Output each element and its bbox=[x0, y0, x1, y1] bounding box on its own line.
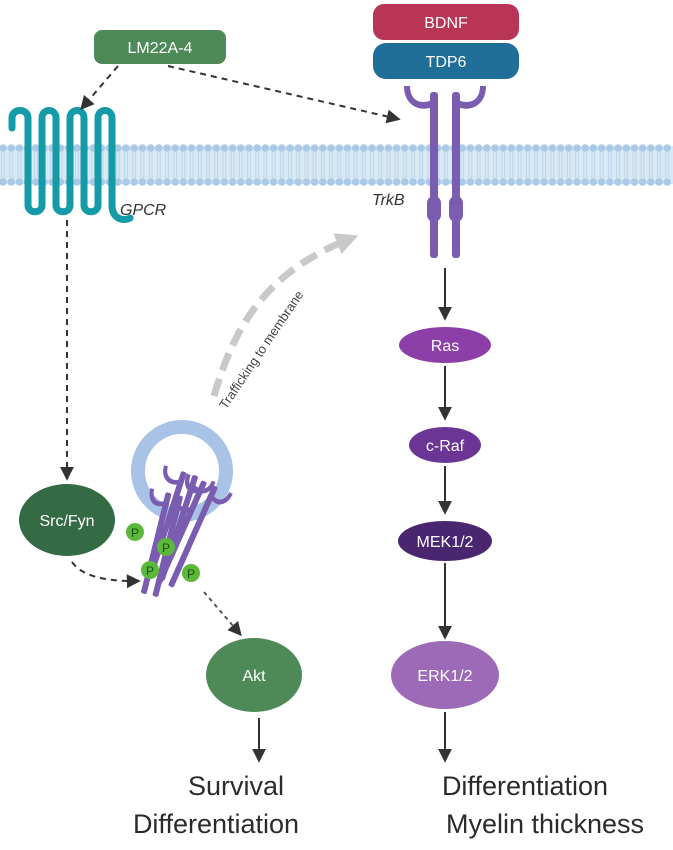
svg-text:P: P bbox=[146, 564, 154, 578]
mek-node: MEK1/2 bbox=[398, 521, 492, 561]
craf-node: c-Raf bbox=[409, 427, 481, 463]
src-fyn-node: Src/Fyn bbox=[19, 484, 115, 556]
arrow-lm22a4-to-gpcr bbox=[80, 65, 119, 111]
gpcr-label: GPCR bbox=[120, 202, 167, 219]
ras-label: Ras bbox=[431, 338, 459, 355]
akt-node: Akt bbox=[206, 638, 302, 712]
lm22a4-label: LM22A-4 bbox=[128, 40, 193, 57]
trafficking-arrow bbox=[210, 233, 359, 397]
phospho-sites: P P P P bbox=[126, 523, 200, 582]
svg-text:P: P bbox=[131, 526, 139, 540]
outcome-differentiation-right: Differentiation bbox=[442, 771, 608, 801]
phospho-2: P bbox=[157, 538, 175, 556]
lm22a4-node: LM22A-4 bbox=[94, 30, 226, 64]
svg-text:P: P bbox=[162, 541, 170, 555]
arrow-lm22a4-to-trkb bbox=[167, 65, 401, 124]
trkb-label: TrkB bbox=[372, 192, 405, 209]
bdnf-pill: BDNF bbox=[373, 4, 519, 40]
trafficking-label: Trafficking to membrane bbox=[216, 288, 306, 412]
erk-node: ERK1/2 bbox=[391, 641, 499, 709]
tdp6-pill: TDP6 bbox=[373, 43, 519, 79]
ras-node: Ras bbox=[399, 327, 491, 363]
phospho-4: P bbox=[182, 564, 200, 582]
outcome-differentiation-left: Differentiation bbox=[133, 809, 299, 839]
src-fyn-label: Src/Fyn bbox=[39, 513, 94, 530]
tdp6-label: TDP6 bbox=[426, 54, 467, 71]
vesicle bbox=[131, 420, 233, 522]
phospho-1: P bbox=[126, 523, 144, 541]
outcome-myelin-thickness: Myelin thickness bbox=[446, 809, 644, 839]
arrow-srcfyn-to-vesicle bbox=[71, 561, 141, 589]
akt-label: Akt bbox=[242, 668, 266, 685]
craf-label: c-Raf bbox=[426, 438, 465, 455]
phospho-3: P bbox=[141, 561, 159, 579]
arrow-vesicle-to-akt bbox=[203, 591, 242, 637]
outcome-survival: Survival bbox=[188, 771, 284, 801]
bdnf-label: BDNF bbox=[424, 15, 468, 32]
gpcr-receptor bbox=[8, 107, 134, 223]
mek-label: MEK1/2 bbox=[417, 534, 474, 551]
svg-text:P: P bbox=[187, 567, 195, 581]
trkb-receptor bbox=[404, 86, 486, 258]
erk-label: ERK1/2 bbox=[417, 668, 472, 685]
